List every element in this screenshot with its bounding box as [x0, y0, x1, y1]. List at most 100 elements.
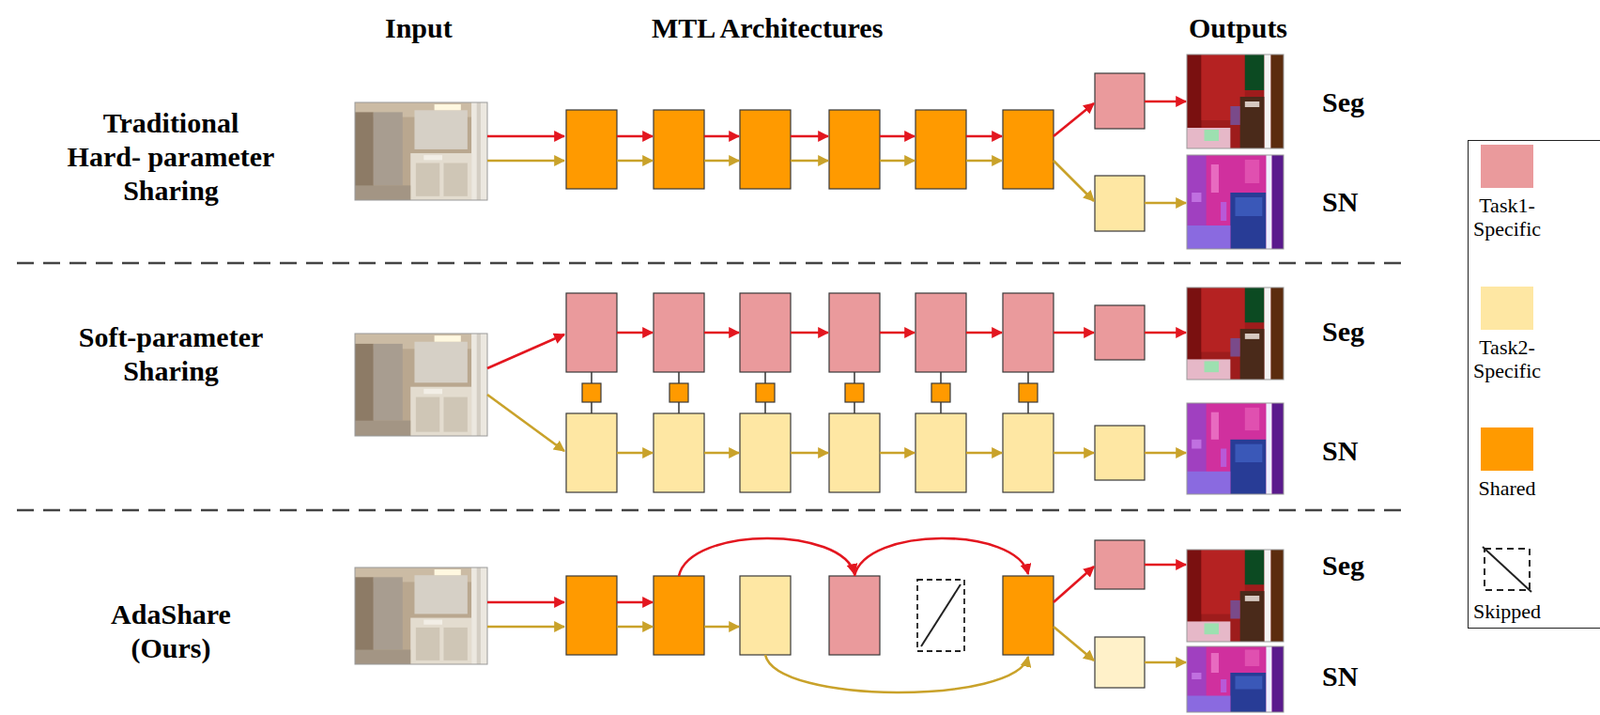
flow-arrow	[1144, 451, 1186, 455]
flow-arrow	[879, 451, 915, 455]
image-region	[1271, 549, 1284, 642]
output-label: SN	[1322, 433, 1358, 468]
image-region	[373, 111, 403, 185]
legend-swatch	[1480, 427, 1534, 471]
task1-layer	[566, 292, 617, 372]
image-region	[410, 617, 472, 664]
flow-arrow	[1144, 563, 1186, 567]
output-label: Seg	[1322, 548, 1365, 583]
image-region	[1265, 646, 1272, 712]
flow-arrow	[704, 625, 739, 629]
image-region	[354, 649, 411, 664]
image-region	[1230, 338, 1240, 357]
image-region	[471, 333, 488, 436]
image-region	[1263, 54, 1271, 149]
image-region	[1265, 154, 1272, 249]
input-image	[354, 102, 488, 200]
image-region	[1191, 439, 1201, 449]
flow-arrow	[487, 135, 565, 139]
image-region	[415, 162, 440, 196]
image-region	[1211, 164, 1219, 193]
output-label: SN	[1322, 184, 1358, 219]
shared-layer	[1002, 109, 1054, 189]
output-label: Seg	[1322, 314, 1365, 349]
image-frame	[1186, 402, 1284, 494]
task1-layer	[739, 292, 791, 372]
task2-head	[1094, 636, 1145, 688]
image-region	[1245, 333, 1260, 339]
image-region	[1186, 358, 1231, 380]
image-region	[1230, 600, 1240, 619]
shared-layer	[829, 109, 880, 189]
skipped-layer	[917, 579, 965, 651]
shared-layer	[653, 575, 705, 655]
image-region	[1235, 676, 1263, 690]
sn-image	[1186, 402, 1284, 494]
flow-arrow	[1053, 331, 1094, 335]
image-region	[1186, 549, 1284, 642]
image-region	[1186, 695, 1231, 713]
task2-layer	[915, 413, 967, 493]
image-region	[414, 109, 467, 150]
task2-layer	[739, 575, 791, 655]
image-region	[423, 619, 443, 625]
task1-layer	[829, 575, 880, 655]
image-region	[1245, 287, 1265, 323]
image-frame	[1186, 549, 1284, 642]
image-region	[1245, 407, 1260, 431]
shared-unit	[669, 383, 689, 402]
image-region	[1186, 620, 1231, 642]
shared-layer	[566, 575, 617, 655]
legend-item: Task2-Specific	[1468, 286, 1546, 384]
image-region	[1272, 646, 1284, 712]
column-header: Input	[384, 11, 453, 46]
image-region	[1186, 646, 1284, 712]
task2-layer	[1002, 413, 1054, 493]
image-region	[1186, 54, 1284, 149]
seg-image	[1186, 549, 1284, 642]
flow-arrow	[487, 394, 565, 451]
task2-head	[1094, 425, 1145, 480]
flow-arrow	[966, 159, 1002, 163]
image-region	[354, 567, 488, 664]
skipped-symbol	[1480, 544, 1534, 594]
image-region	[471, 567, 488, 664]
image-region	[1230, 439, 1266, 494]
task1-layer	[1002, 292, 1054, 372]
image-region	[1235, 444, 1263, 462]
image-region	[1240, 96, 1265, 149]
skip-slash	[1482, 546, 1532, 592]
image-region	[443, 397, 467, 432]
flow-arrow	[704, 135, 739, 139]
image-region	[1240, 590, 1265, 642]
flow-arrow	[1053, 626, 1094, 661]
image-region	[1271, 287, 1284, 380]
image-region	[1272, 154, 1284, 249]
input-image	[354, 333, 488, 436]
flow-arrow	[704, 451, 739, 455]
image-frame	[1186, 646, 1284, 712]
image-region	[434, 569, 462, 575]
task1-head	[1094, 539, 1145, 589]
image-region	[1186, 402, 1284, 494]
image-region	[354, 102, 488, 200]
image-region	[1204, 129, 1219, 141]
image-region	[443, 162, 467, 196]
shared-layer	[1002, 575, 1054, 655]
image-frame	[1186, 154, 1284, 249]
image-region	[1186, 287, 1284, 380]
flow-arrow	[1053, 451, 1094, 455]
image-region	[1245, 159, 1260, 184]
flow-arrow	[1053, 103, 1094, 137]
image-region	[1245, 595, 1260, 601]
flow-arrow	[616, 135, 653, 139]
image-region	[1245, 549, 1265, 585]
flow-arrow	[966, 451, 1002, 455]
image-region	[1245, 649, 1260, 667]
image-region	[423, 154, 443, 160]
image-region	[434, 335, 462, 342]
flow-arrow	[1053, 566, 1094, 602]
image-region	[415, 397, 440, 432]
shared-unit	[931, 383, 951, 402]
row-label: Traditional Hard- parameter Sharing	[63, 106, 278, 208]
